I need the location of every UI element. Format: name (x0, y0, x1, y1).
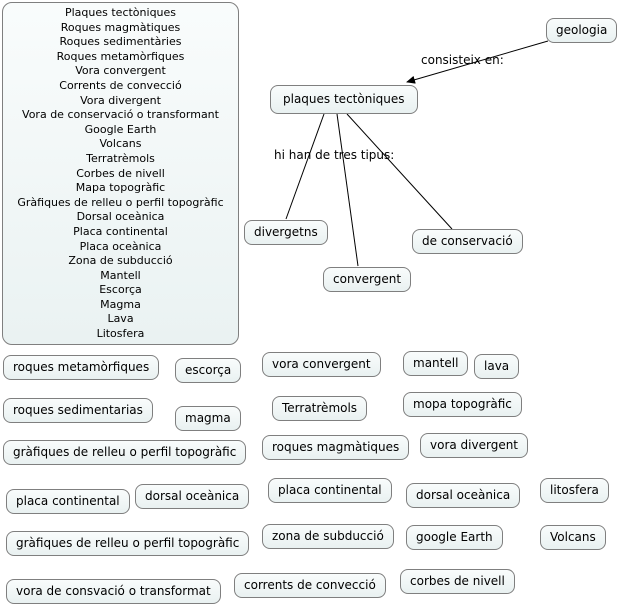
term-list-item: Roques sedimentàries (59, 35, 182, 49)
term-list-item: Plaques tectòniques (64, 6, 177, 19)
concept-node-divergetns[interactable]: divergetns (244, 220, 328, 245)
edge-label-tres-tipus[interactable]: hi han de tres tipus: (274, 148, 395, 162)
term-list-item: Litosfera (96, 327, 145, 341)
concept-node[interactable]: roques magmàtiques (262, 435, 410, 460)
term-list-node[interactable]: Plaques tectòniques Roques magmàtiques R… (2, 2, 239, 345)
concept-node-convergent[interactable]: convergent (323, 267, 412, 292)
edge-plaques-divergetns (285, 113, 325, 220)
concept-node[interactable]: mantell (403, 351, 469, 376)
concept-node[interactable]: roques sedimentarias (3, 398, 153, 423)
term-list-item: Gràfiques de relleu o perfil topogràfic (17, 195, 224, 209)
concept-node[interactable]: corbes de nivell (400, 569, 515, 594)
edge-label-consisteix-en[interactable]: consisteix en: (421, 53, 504, 67)
concept-node[interactable]: vora de consvació o transformat (6, 579, 221, 604)
concept-node[interactable]: Terratrèmols (272, 396, 368, 421)
term-list-item: Vora convergent (75, 64, 166, 78)
concept-node[interactable]: Volcans (540, 525, 606, 550)
term-list-item: Google Earth (84, 122, 157, 136)
concept-node[interactable]: roques metamòrfiques (3, 355, 160, 380)
edge-plaques-convergent (336, 113, 359, 267)
concept-node[interactable]: zona de subducció (262, 524, 394, 549)
concept-node[interactable]: lava (474, 354, 520, 379)
term-list-item: Magma (100, 297, 141, 311)
concept-node[interactable]: corrents de convecció (234, 573, 386, 598)
edge-plaques-conservacio (346, 113, 453, 230)
term-list-item: Dorsal oceànica (76, 210, 165, 224)
concept-node[interactable]: google Earth (406, 525, 503, 550)
term-list-item: Corrents de convecció (59, 78, 182, 92)
concept-node[interactable]: placa continental (268, 478, 392, 503)
concept-node[interactable]: vora convergent (262, 352, 381, 377)
concept-node[interactable]: gràfiques de relleu o perfil topogràfic (3, 440, 247, 465)
term-list-item: Mantell (100, 268, 141, 282)
term-list-item: Escorça (99, 283, 142, 297)
concept-node[interactable]: vora divergent (420, 433, 529, 458)
term-list-item: Placa oceànica (79, 239, 162, 253)
term-list-item: Placa continental (73, 224, 168, 238)
concept-node-geologia[interactable]: geologia (546, 18, 618, 43)
concept-node[interactable]: dorsal oceànica (406, 483, 521, 508)
term-list-item: Roques magmàtiques (60, 20, 181, 34)
concept-node-de-conservacio[interactable]: de conservació (412, 229, 523, 254)
concept-node[interactable]: escorça (175, 358, 242, 383)
concept-node[interactable]: mopa topogràfic (403, 392, 522, 417)
term-list-item: Vora divergent (80, 93, 161, 107)
term-list-item: Zona de subducció (68, 254, 173, 268)
term-list-item: Vora de conservació o transformant (22, 108, 219, 122)
term-list-item: Volcans (99, 137, 142, 151)
concept-node[interactable]: magma (175, 406, 241, 431)
concept-node[interactable]: placa continental (6, 489, 130, 514)
term-list-item: Corbes de nivell (76, 166, 165, 180)
concept-node-plaques-tectoniques[interactable]: plaques tectòniques (270, 85, 418, 114)
term-list-item: Lava (107, 312, 134, 326)
term-list-item: Terratrèmols (86, 151, 155, 165)
term-list-item: Mapa topogràfic (75, 181, 166, 195)
term-list-item: Roques metamòrfiques (56, 49, 185, 63)
concept-node[interactable]: gràfiques de relleu o perfil topogràfic (6, 531, 250, 556)
concept-node[interactable]: dorsal oceànica (135, 484, 250, 509)
concept-node[interactable]: litosfera (540, 478, 609, 503)
